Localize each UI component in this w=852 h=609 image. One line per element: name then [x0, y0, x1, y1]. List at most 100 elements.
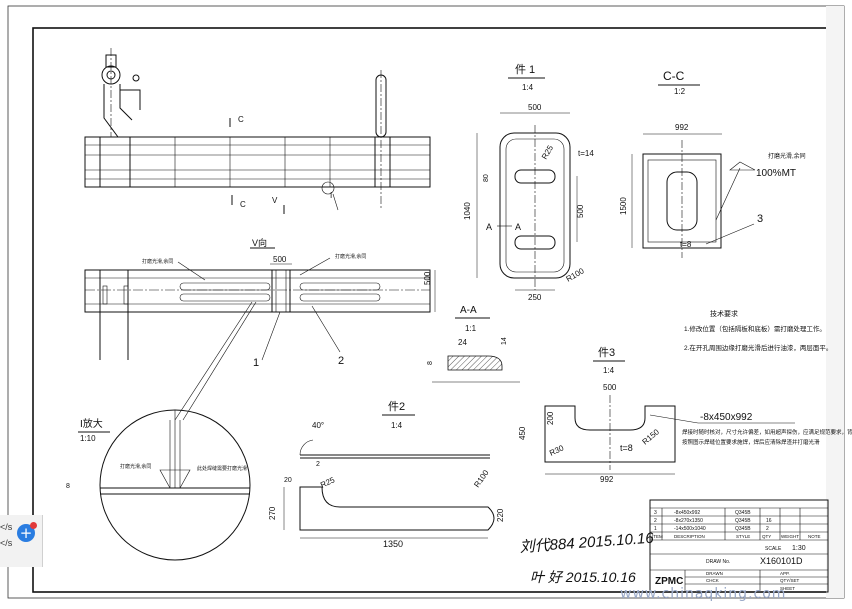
watermark: www.chinaqking.com	[620, 586, 787, 602]
section-aa-view: A-A 1:1 24 8 14	[427, 305, 520, 383]
tb-row-3-no: 1	[654, 526, 657, 532]
part2-d20: 20	[284, 477, 292, 484]
tb-label-drawn: DRAWN	[706, 571, 723, 576]
tb-row-2-mat: Q345B	[735, 518, 751, 524]
tb-drawing-label: DRAW No.	[706, 559, 730, 565]
plan-weld-note-left: 打磨光滑,余同	[142, 258, 173, 265]
scan-margin	[826, 6, 844, 598]
part3-thickness: t=8	[620, 443, 633, 453]
detail-thickness: 8	[66, 483, 70, 490]
section-cc-view: C-C 1:2 992 1500 打磨光滑,余同 100%MT t=8 3	[619, 69, 806, 258]
tech-item-1: 1.修改位置（包括隔板和底板）需打磨处理工作。	[684, 324, 826, 333]
tb-label-qty: QTY/SET	[780, 578, 800, 583]
part1-section-a-right: A	[515, 222, 521, 232]
tb-label-check: CHCK	[706, 578, 719, 583]
tb-header-item: ITEM	[652, 534, 663, 539]
detail-scale: 1:10	[80, 434, 96, 443]
cc-callout-3: 3	[757, 213, 763, 225]
part1-scale: 1:4	[522, 83, 534, 92]
part1-height: 1040	[463, 202, 472, 220]
cc-weld-note: 打磨光滑,余同	[768, 152, 806, 160]
part3-width: 500	[603, 383, 617, 392]
tb-header-note: NOTE	[808, 534, 821, 539]
tech-item-2: 2.在开孔周围边缘打磨光滑后进行油漆，两层面平。	[684, 343, 832, 352]
tb-row-3-mat: Q345B	[735, 526, 751, 532]
tb-header-style: STYLE	[736, 534, 750, 539]
tb-row-2-no: 2	[654, 518, 657, 524]
view-v-marker: V	[272, 196, 278, 205]
side-label-2: </s	[0, 538, 13, 548]
aa-thickness: 8	[427, 361, 434, 365]
part3-spec: -8x450x992	[700, 412, 753, 423]
part2-length: 1350	[383, 539, 403, 549]
tb-row-3-qty: 2	[766, 526, 769, 532]
tb-row-2-spec: -8x270x1350	[674, 518, 703, 524]
part1-d500: 500	[576, 204, 585, 218]
part2-height: 270	[268, 506, 277, 520]
aa-scale: 1:1	[465, 324, 477, 333]
cc-weld-mt: 100%MT	[756, 168, 796, 179]
part1-title: 件 1	[515, 63, 535, 76]
plan-dim-500: 500	[273, 255, 287, 264]
part2-angle: 40°	[312, 421, 324, 430]
technical-requirements: 技术要求 1.修改位置（包括隔板和底板）需打磨处理工作。 2.在开孔周围边缘打磨…	[684, 309, 832, 352]
add-button[interactable]: +	[17, 524, 35, 542]
tb-row-3-spec: -14x500x1040	[674, 526, 706, 532]
tb-scale-value: 1:30	[792, 545, 806, 552]
part3-scale: 1:4	[603, 366, 615, 375]
detail-note-grind: 打磨光滑,余同	[120, 463, 151, 470]
tech-heading: 技术要求	[710, 309, 738, 318]
part2-height-220: 220	[496, 508, 505, 522]
plan-view: V向 500 500 打磨光滑,余同 打磨光滑,余同 1 2	[84, 237, 436, 421]
part1-section-a-left: A	[486, 222, 492, 232]
detail-i-marker: I	[330, 191, 332, 200]
detail-i-view: I放大 1:10 打磨光滑,余同 此处焊缝需要打磨光滑 8	[66, 409, 251, 561]
detail-note-weld: 此处焊缝需要打磨光滑	[197, 465, 247, 472]
tb-header-qty: QTY	[762, 534, 771, 539]
cc-title: C-C	[663, 69, 685, 83]
signature-2: 叶 好 2015.10.16	[530, 569, 636, 585]
part2-thickness: 2	[316, 461, 320, 468]
part1-thickness: t=14	[578, 149, 594, 158]
cc-thickness: t=8	[680, 240, 692, 249]
part3-height-200: 200	[546, 411, 555, 425]
part3-title: 件3	[598, 346, 615, 359]
tb-label-sheet: SHEET	[780, 586, 795, 591]
plan-weld-note-right: 打磨光滑,余同	[335, 253, 366, 260]
side-label-1: </s	[0, 522, 13, 532]
part3-length: 992	[600, 475, 614, 484]
part1-width: 500	[528, 103, 542, 112]
part1-d250: 250	[528, 293, 542, 302]
part2-title: 件2	[388, 400, 405, 413]
tb-header-desc: DESCRIPTION	[674, 534, 705, 539]
cc-height: 1500	[619, 197, 628, 215]
aa-title: A-A	[460, 305, 477, 316]
detail-title: I放大	[80, 417, 103, 430]
title-block: 3 -8x450x992 Q345B 2 -8x270x1350 Q345B 1…	[649, 499, 829, 593]
plan-view-label: V向	[252, 237, 267, 248]
tb-row-1-spec: -8x450x992	[674, 510, 700, 516]
part2-scale: 1:4	[391, 421, 403, 430]
part3-note-1: 焊接时随时核对，尺寸允许偏差，如用超声探伤，应满足规范要求，背面清根后再焊	[682, 428, 852, 436]
tb-row-2-qty: 16	[766, 518, 772, 524]
tb-label-appr: APP.	[780, 571, 790, 576]
tb-scale-label: SCALE	[765, 546, 782, 552]
elevation-view: C C V I	[84, 48, 431, 214]
notification-dot	[30, 522, 37, 529]
part3-note-2: 按照图示焊缝位置要求施焊，焊后应清除焊渣并打磨光滑	[682, 438, 820, 446]
cc-scale: 1:2	[674, 87, 686, 96]
sheet-outer-border	[7, 5, 845, 599]
tb-header-weight: WEIGHT	[781, 534, 799, 539]
tb-row-1-no: 3	[654, 510, 657, 516]
tb-company: ZPMC	[655, 576, 683, 587]
part-2-view: 件2 1:4 40° 2 20 R25 R100 270 220 1350	[268, 400, 505, 549]
section-c-top: C	[238, 115, 244, 124]
tb-row-1-mat: Q345B	[735, 510, 751, 516]
callout-2: 2	[338, 355, 344, 367]
part3-height: 450	[518, 426, 527, 440]
plan-dim-500-vertical: 500	[423, 271, 432, 285]
callout-1: 1	[253, 357, 259, 369]
tb-drawing-number: X160101D	[760, 556, 803, 566]
